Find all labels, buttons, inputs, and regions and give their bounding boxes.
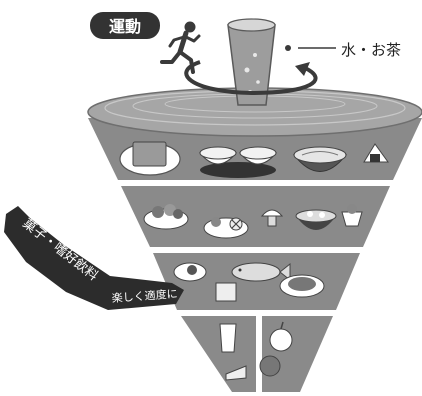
tier-protein <box>153 253 360 310</box>
running-person-icon <box>160 21 201 74</box>
cheese-icon <box>225 365 247 381</box>
pointer-dot <box>285 45 291 51</box>
soup-bowl-icon <box>295 209 337 230</box>
noodle-bowl-icon <box>292 146 348 172</box>
tier-dairy <box>181 316 256 392</box>
mushroom-icon <box>260 209 284 227</box>
enjoy-moderately-label: 楽しく適度に <box>111 286 178 305</box>
water-tea-label: 水・お茶 <box>341 41 401 59</box>
salad-icon <box>143 204 189 230</box>
fish-icon <box>231 262 291 282</box>
milk-glass-icon <box>219 323 237 353</box>
tofu-icon <box>215 282 237 302</box>
apple-icon <box>269 321 293 352</box>
bread-plate-icon <box>119 141 181 176</box>
exercise-label: 運動 <box>109 17 141 36</box>
vegetable-dish-icon <box>203 217 249 239</box>
tier-fruit <box>262 316 333 392</box>
fried-egg-icon <box>173 262 207 282</box>
side-dish-icon <box>341 204 363 227</box>
rotation-arrow-icon <box>184 60 318 96</box>
rice-bowls-icon <box>198 146 278 178</box>
orange-icon <box>259 355 281 377</box>
exercise-badge: 運動 <box>90 12 160 39</box>
spinning-top-body <box>87 87 422 392</box>
onigiri-icon <box>363 143 389 163</box>
tier-vegetables <box>121 186 390 247</box>
meat-dish-icon <box>279 274 325 298</box>
